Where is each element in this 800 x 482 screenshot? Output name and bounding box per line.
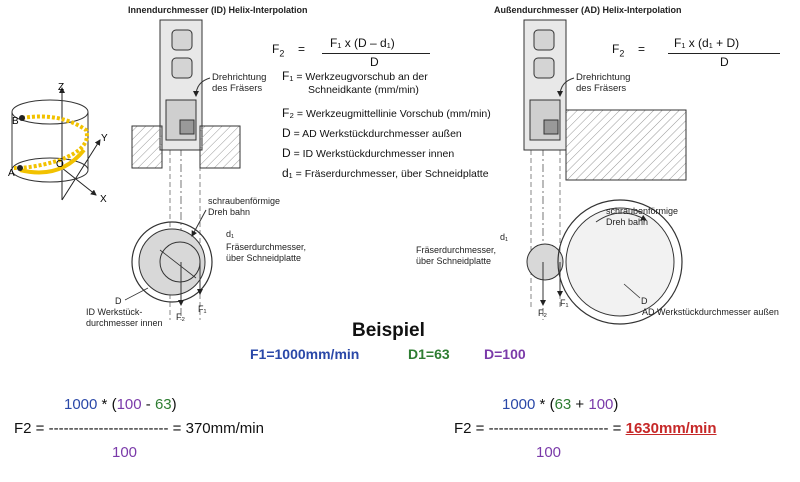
axis-o-label: O [56, 159, 64, 170]
id-formula-fraction-bar [322, 53, 430, 54]
ad-f2-label: F₂ [538, 308, 547, 318]
id-tool-drawing [124, 19, 241, 320]
ad-formula-fraction-bar [668, 53, 780, 54]
example-f1: F1=1000mm/min [250, 346, 360, 362]
calc-left-line: F2 = ------------------------ = 370mm/mi… [14, 420, 264, 437]
id-title: Innendurchmesser (ID) Helix-Interpolatio… [128, 5, 308, 15]
id-formula-denominator: D [370, 55, 379, 69]
axis-cylinder [11, 87, 101, 201]
calc-right-line: F2 = ------------------------ = 1630mm/m… [454, 420, 717, 437]
ad-tool-drawing [523, 19, 687, 325]
id-formula-numerator: F₁ x (D – d₁) [330, 36, 395, 50]
example-d: D=100 [484, 346, 526, 362]
ad-workpiece-label: AD Werkstückdurchmesser außen [642, 307, 779, 317]
calc-left-numerator: 1000 * (100 - 63) [64, 396, 177, 413]
calc-right-numerator: 1000 * (63 + 100) [502, 396, 619, 413]
legend-item-f2: F₂ = Werkzeugmittellinie Vorschub (mm/mi… [282, 106, 491, 121]
id-workpiece-label: ID Werkstück-durchmesser innen [86, 307, 163, 328]
axis-y-label: Y [101, 133, 108, 144]
id-f1-label: F₁ [198, 304, 207, 314]
legend-item-d1: d₁ = Fräserdurchmesser, über Schneidplat… [282, 166, 489, 181]
ad-formula-denominator: D [720, 55, 729, 69]
legend-item-d-outer: D = AD Werkstückdurchmesser außen [282, 126, 462, 141]
ad-formula-eq: = [638, 42, 646, 56]
id-d-label: D [115, 296, 122, 306]
ad-cutter-label: Fräserdurchmesser,über Schneidplatte [416, 245, 497, 266]
technical-drawing: Z Y X O A B [8, 19, 687, 325]
ad-formula-lhs: F2 [612, 42, 625, 59]
id-d1-label: d₁ [226, 229, 235, 239]
axis-z-label: Z [58, 82, 64, 93]
axis-x-label: X [100, 194, 107, 205]
ad-d1-label: d₁ [500, 232, 509, 242]
example-d1: D1=63 [408, 346, 450, 362]
point-a-label: A [8, 168, 15, 179]
ad-formula-numerator: F₁ x (d₁ + D) [674, 36, 740, 50]
point-b-label: B [12, 116, 19, 127]
id-formula-lhs: F2 [272, 42, 285, 59]
ad-title: Außendurchmesser (AD) Helix-Interpolatio… [494, 5, 682, 15]
ad-f1-label: F₁ [560, 298, 569, 308]
calc-right-result: 1630mm/min [625, 420, 717, 437]
calc-right-denominator: 100 [536, 444, 562, 461]
id-formula-eq: = [298, 42, 306, 56]
id-cutter-label: Fräserdurchmesser,über Schneidplatte [226, 242, 307, 263]
id-f2-label: F₂ [176, 312, 185, 322]
calc-left-denominator: 100 [112, 444, 138, 461]
ad-d-label: D [641, 296, 648, 306]
example-title: Beispiel [352, 320, 425, 341]
legend-item-d-inner: D = ID Werkstückdurchmesser innen [282, 146, 455, 161]
